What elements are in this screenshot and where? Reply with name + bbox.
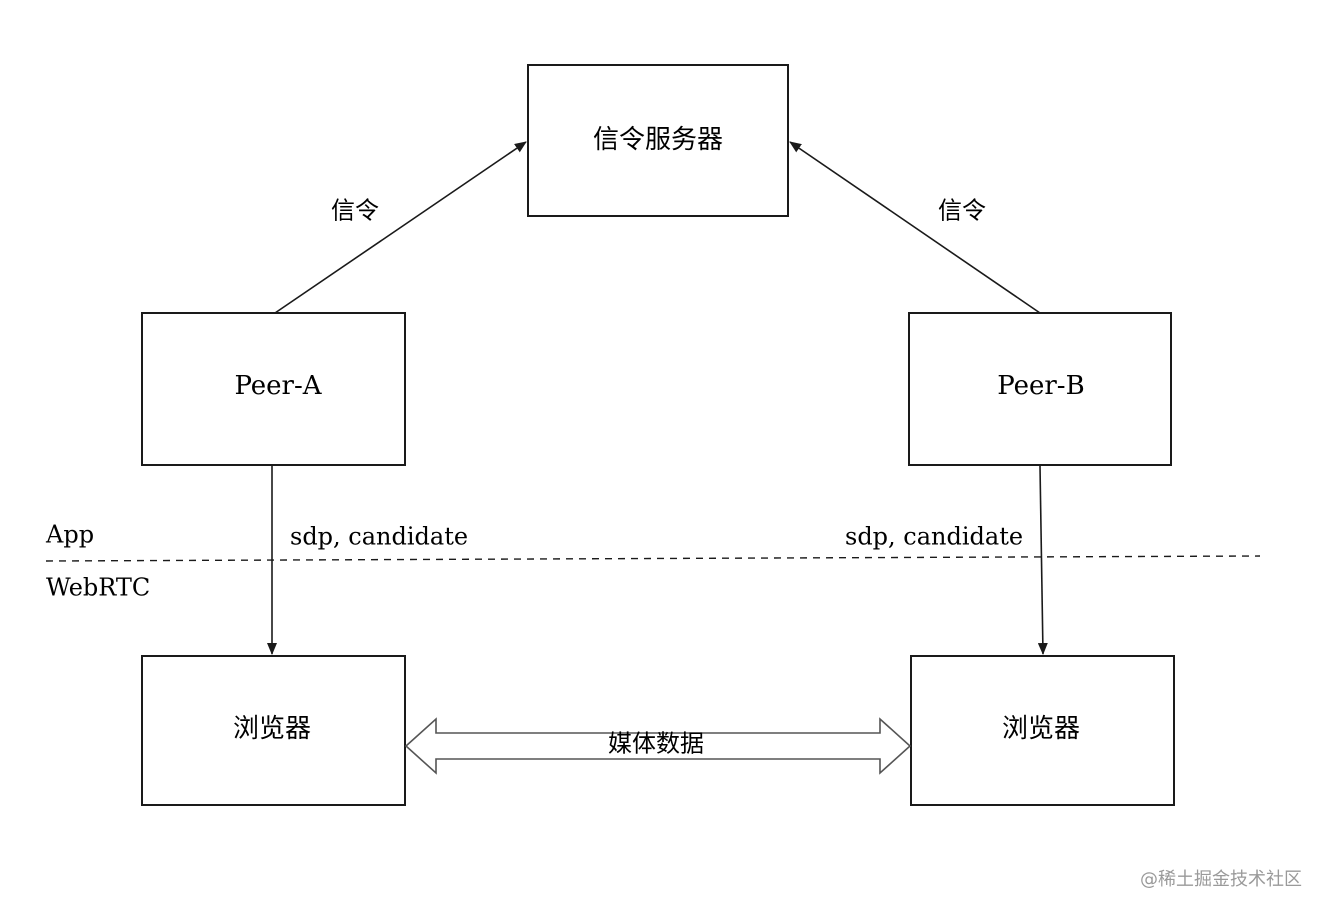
- peer-b-label: Peer-B: [997, 371, 1084, 401]
- sdp-arrow-right: [1037, 465, 1048, 655]
- signal-arrow-left: [274, 141, 527, 314]
- signal-label-right: 信令: [938, 197, 986, 225]
- browser-b-node: 浏览器: [910, 655, 1175, 806]
- sdp-label-right: sdp, candidate: [845, 523, 1023, 551]
- signal-arrow-right: [789, 141, 1041, 314]
- watermark-text: @稀土掘金技术社区: [1140, 869, 1302, 890]
- signaling-server-label: 信令服务器: [593, 125, 723, 155]
- layer-label-app: App: [45, 521, 94, 549]
- peer-a-node: Peer-A: [141, 312, 406, 466]
- browser-b-label: 浏览器: [1002, 714, 1080, 744]
- browser-a-label: 浏览器: [233, 714, 311, 744]
- peer-b-node: Peer-B: [908, 312, 1172, 466]
- layer-label-webrtc: WebRTC: [46, 574, 150, 602]
- signaling-server-node: 信令服务器: [527, 64, 789, 217]
- signal-label-left: 信令: [331, 197, 379, 225]
- browser-a-node: 浏览器: [141, 655, 406, 806]
- media-label: 媒体数据: [608, 730, 704, 758]
- sdp-label-left: sdp, candidate: [290, 523, 468, 551]
- layer-divider: [45, 555, 1261, 562]
- media-double-arrow: [404, 717, 912, 775]
- peer-a-label: Peer-A: [234, 371, 322, 401]
